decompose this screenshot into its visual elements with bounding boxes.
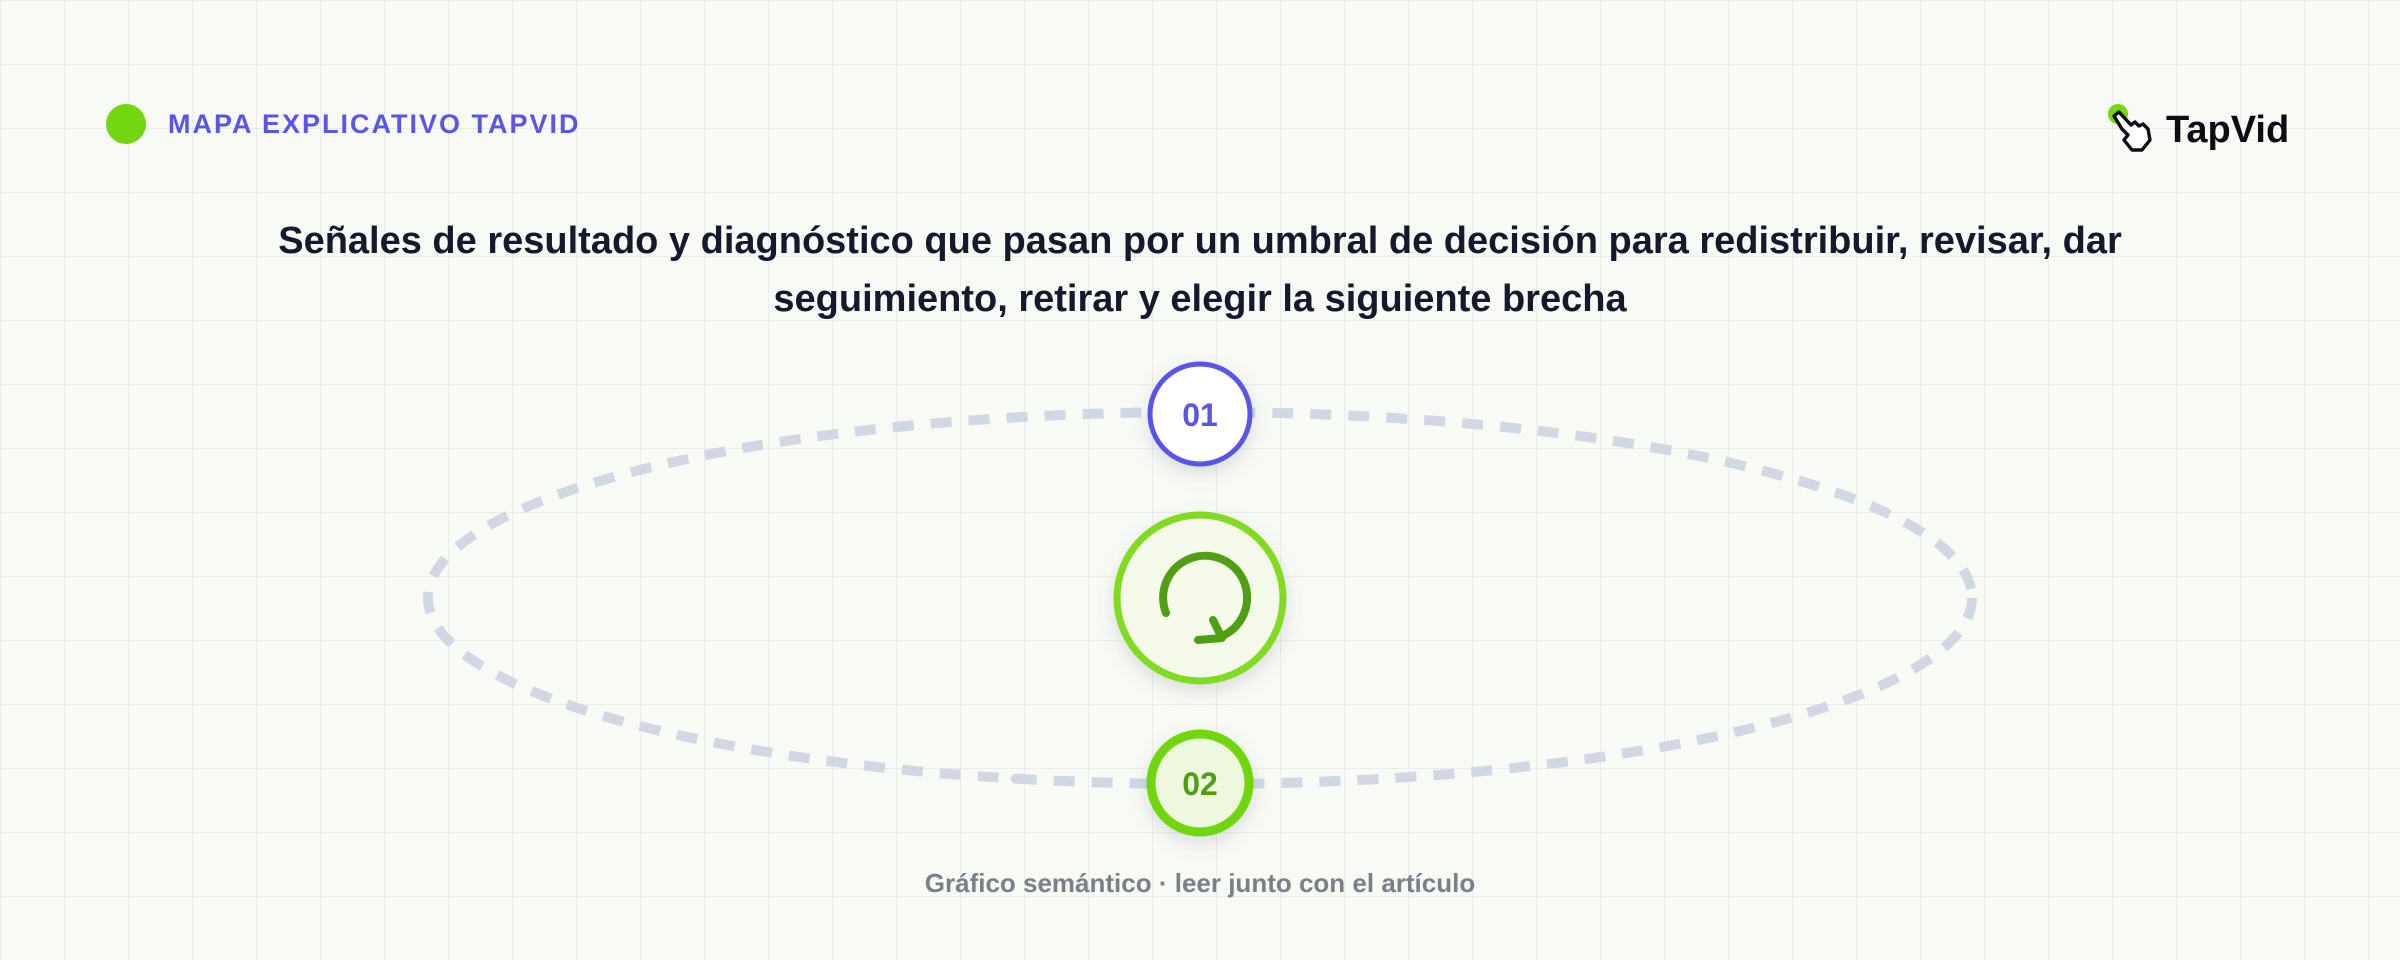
- pointing-hand-icon: [2108, 104, 2152, 152]
- header-tag: MAPA EXPLICATIVO TAPVID: [106, 104, 581, 144]
- step-node-02: 02: [1146, 729, 1254, 837]
- step-node-01: 01: [1147, 361, 1253, 467]
- brand-logo: TapVid: [2104, 100, 2289, 160]
- header-tag-label: MAPA EXPLICATIVO TAPVID: [168, 108, 581, 139]
- footer-note: Gráfico semántico · leer junto con el ar…: [924, 868, 1476, 898]
- page-title: Señales de resultado y diagnóstico que p…: [278, 220, 2122, 320]
- center-hub: [1113, 511, 1287, 685]
- refresh-cycle-icon: [1159, 551, 1252, 644]
- green-dot-icon: [106, 104, 146, 144]
- step-node-01-label: 01: [1182, 397, 1218, 433]
- brand-name: TapVid: [2166, 108, 2290, 151]
- step-node-02-label: 02: [1182, 766, 1218, 802]
